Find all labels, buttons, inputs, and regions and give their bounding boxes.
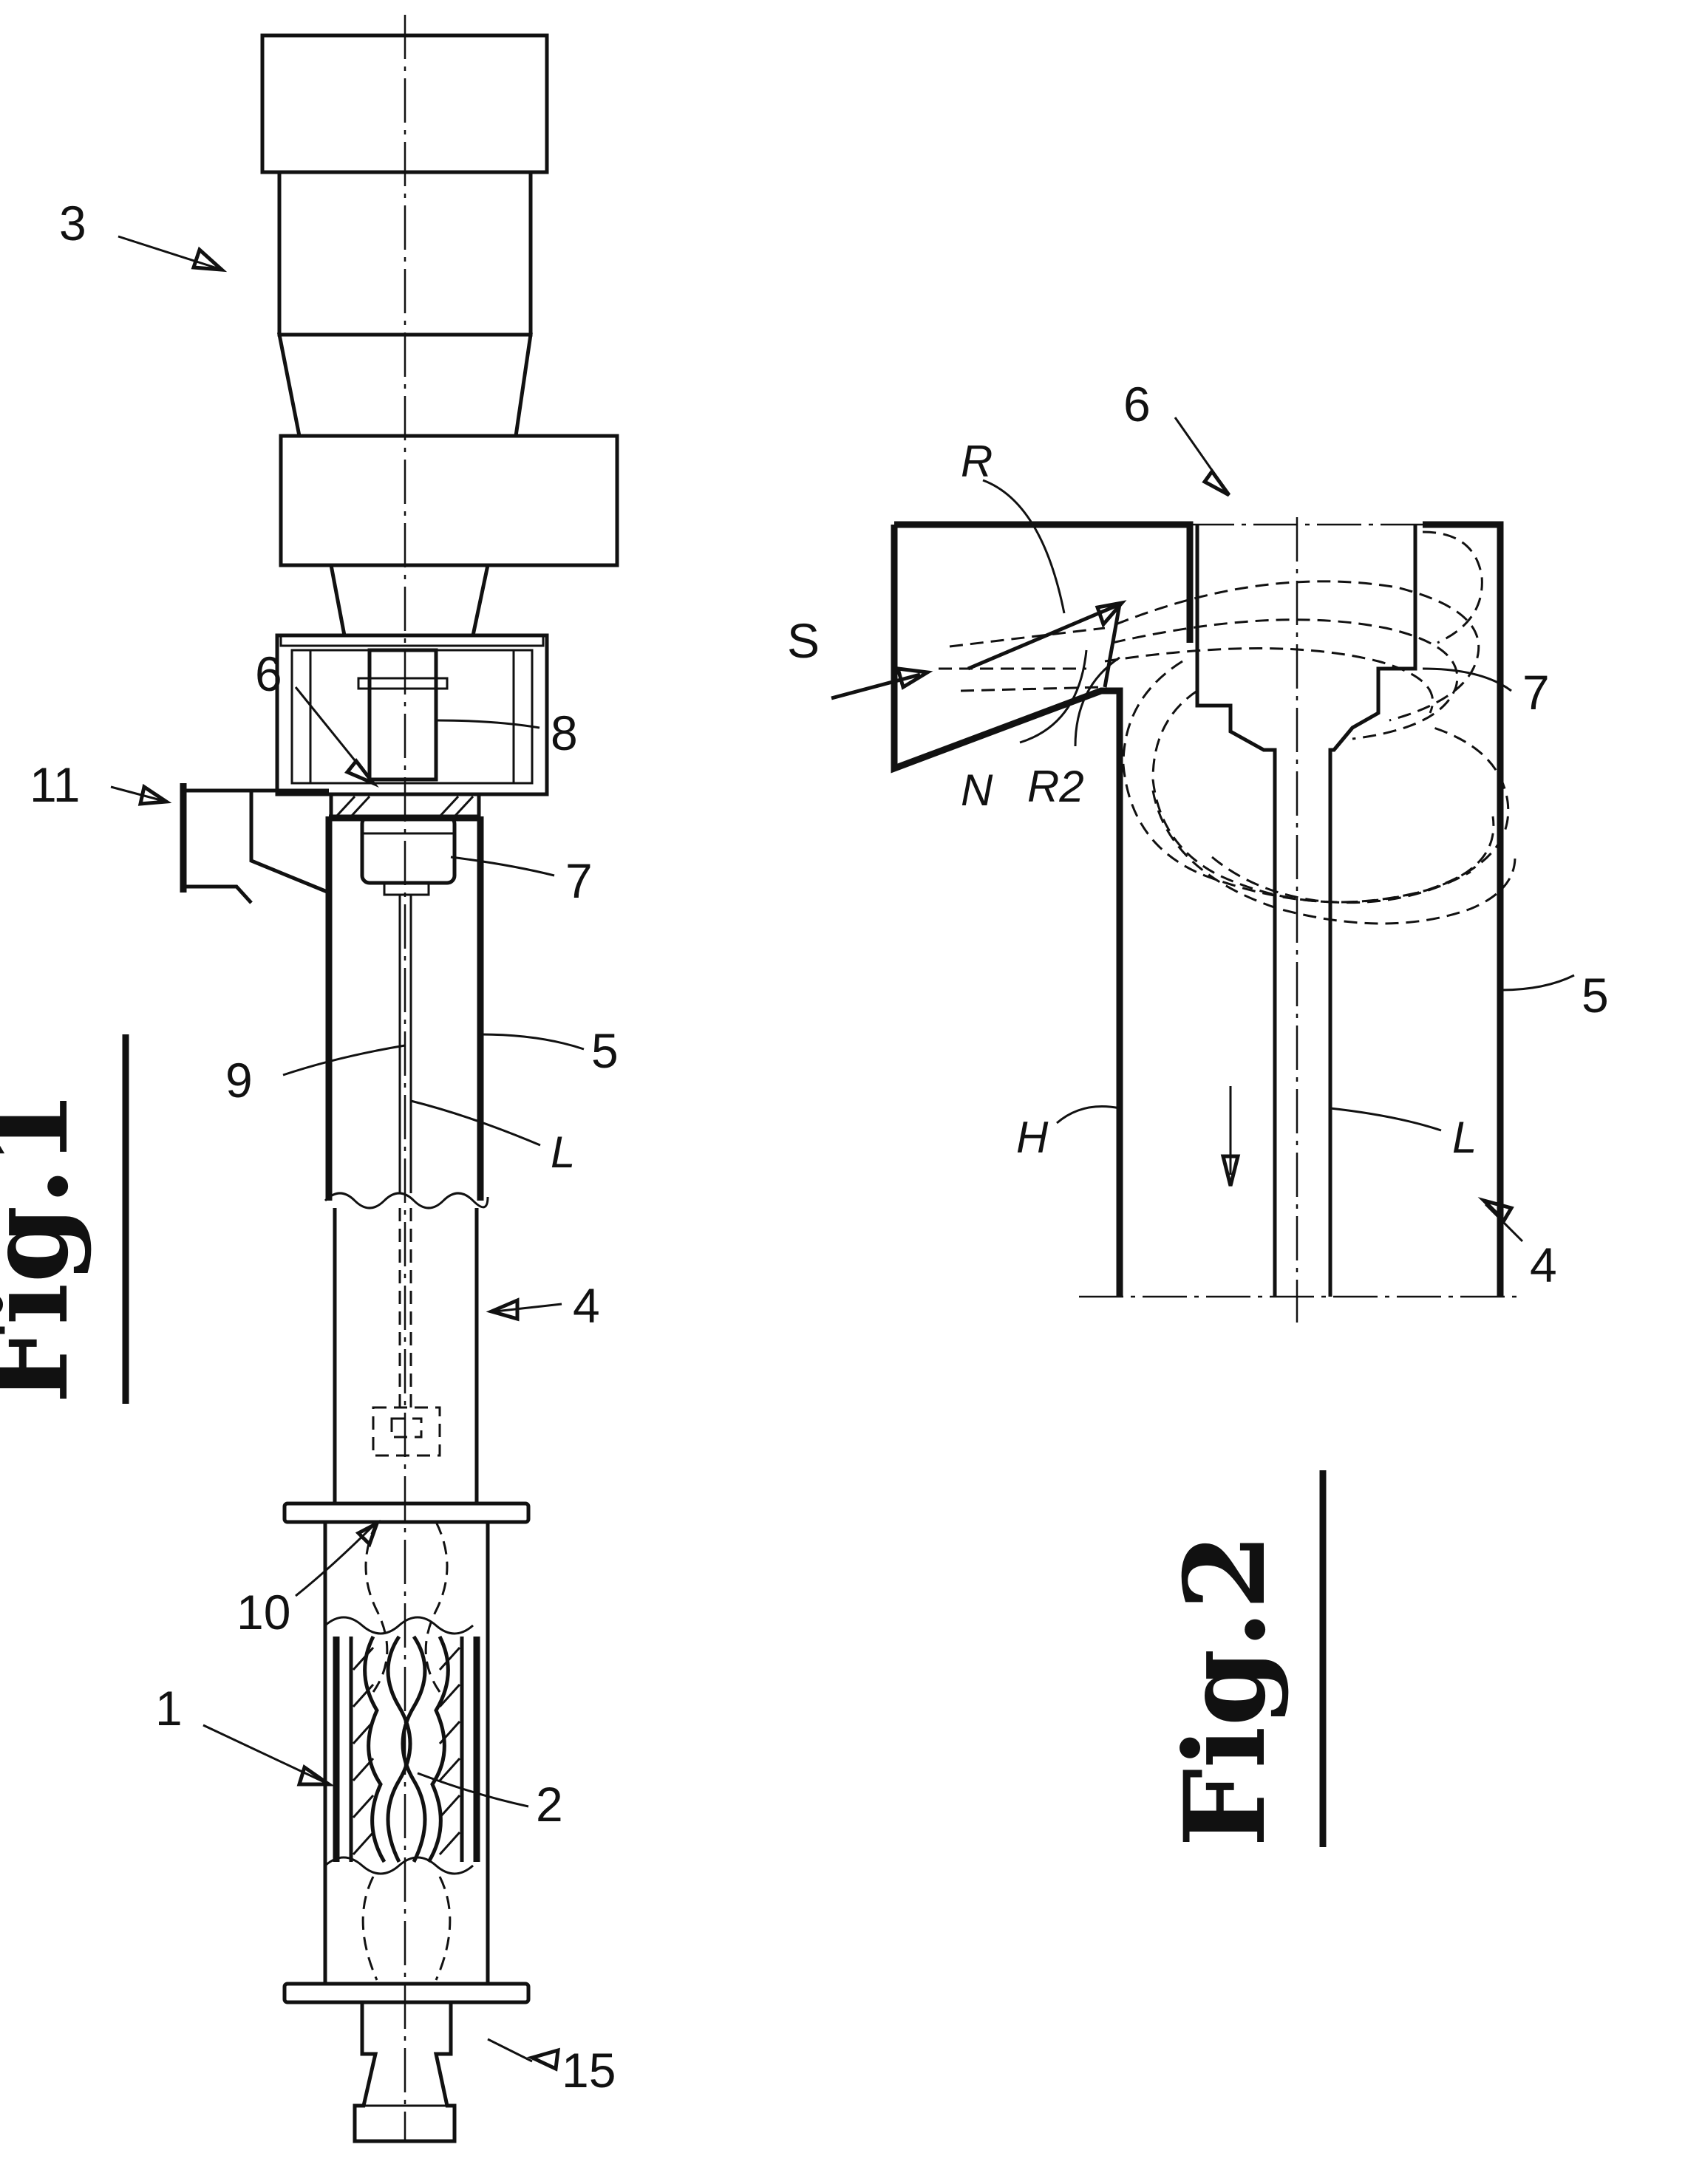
stator-1: [336, 1637, 477, 1862]
fig1-label-10: 10: [236, 1585, 290, 1639]
fig2-inlet-lower-wall: [894, 525, 1120, 1297]
rotor-7: [362, 816, 455, 883]
fig2-rotor-left-contour: [1197, 525, 1275, 1297]
rotor-hidden-left: [366, 1522, 387, 1692]
fig1-label-5: 5: [591, 1023, 619, 1078]
fig1-label-L: L: [551, 1127, 575, 1177]
bottom-flange: [285, 1984, 528, 2002]
pump-housing-inner: [292, 650, 532, 783]
fig1-title: Fig.1: [0, 1090, 93, 1404]
fig2-leaders: [983, 417, 1574, 1241]
fig1-label-8: 8: [551, 706, 578, 760]
break-line-upper: [325, 1193, 488, 1208]
rotor-hidden-lower-left: [363, 1877, 377, 1980]
fig1-label-4: 4: [573, 1278, 600, 1333]
motor-flange: [281, 436, 617, 565]
fig2-label-L: L: [1452, 1113, 1477, 1162]
fig1-label-3: 3: [59, 196, 86, 250]
screw-rotor-2: [388, 1637, 410, 1862]
fig2-label-5: 5: [1582, 968, 1609, 1023]
fig2-label-S: S: [787, 613, 820, 668]
fig2-label-H: H: [1016, 1113, 1049, 1162]
inlet-pipe-11: [183, 783, 329, 903]
fig2-label-N: N: [961, 765, 993, 815]
fig1-label-15: 15: [562, 2043, 616, 2098]
fig2-swirl-flow: [1105, 532, 1515, 924]
fig2-label-R2: R2: [1027, 762, 1084, 811]
rotor-hidden-lower-right: [436, 1877, 450, 1980]
fig2-rotor-right-contour: [1330, 525, 1415, 1297]
fig2-label-4: 4: [1530, 1238, 1557, 1292]
fig1-label-6: 6: [255, 646, 282, 701]
fig1-label-9: 9: [225, 1053, 253, 1108]
fig1-label-1: 1: [155, 1681, 183, 1736]
figure-2: 6 R S 7 N R2 5 H L 4 Fig.2: [787, 377, 1609, 1847]
flange-10: [285, 1504, 528, 1522]
fig2-label-6: 6: [1123, 377, 1151, 431]
break-line-mid: [325, 1617, 473, 1634]
fig1-leaders: [111, 236, 584, 2069]
fig2-label-R: R: [961, 437, 993, 486]
motor-neck: [331, 565, 488, 635]
fig2-housing-top-right: [1423, 525, 1500, 1297]
pump-shaft: [370, 650, 436, 779]
fig1-label-11: 11: [30, 757, 81, 812]
hidden-coupling: [373, 1407, 440, 1456]
fig2-label-7: 7: [1522, 665, 1550, 720]
fig2-nozzle-R: [968, 604, 1120, 687]
fig1-label-7: 7: [565, 853, 593, 908]
fig1-label-2: 2: [536, 1777, 563, 1832]
figure-1: 3 6 8 11 7 9 5 L 4 10 1 2 15 Fig.1: [0, 15, 619, 2143]
pump-shaft-cap: [358, 678, 447, 689]
fig2-title: Fig.2: [1160, 1533, 1290, 1847]
hidden-coupling-inner: [392, 1419, 421, 1437]
